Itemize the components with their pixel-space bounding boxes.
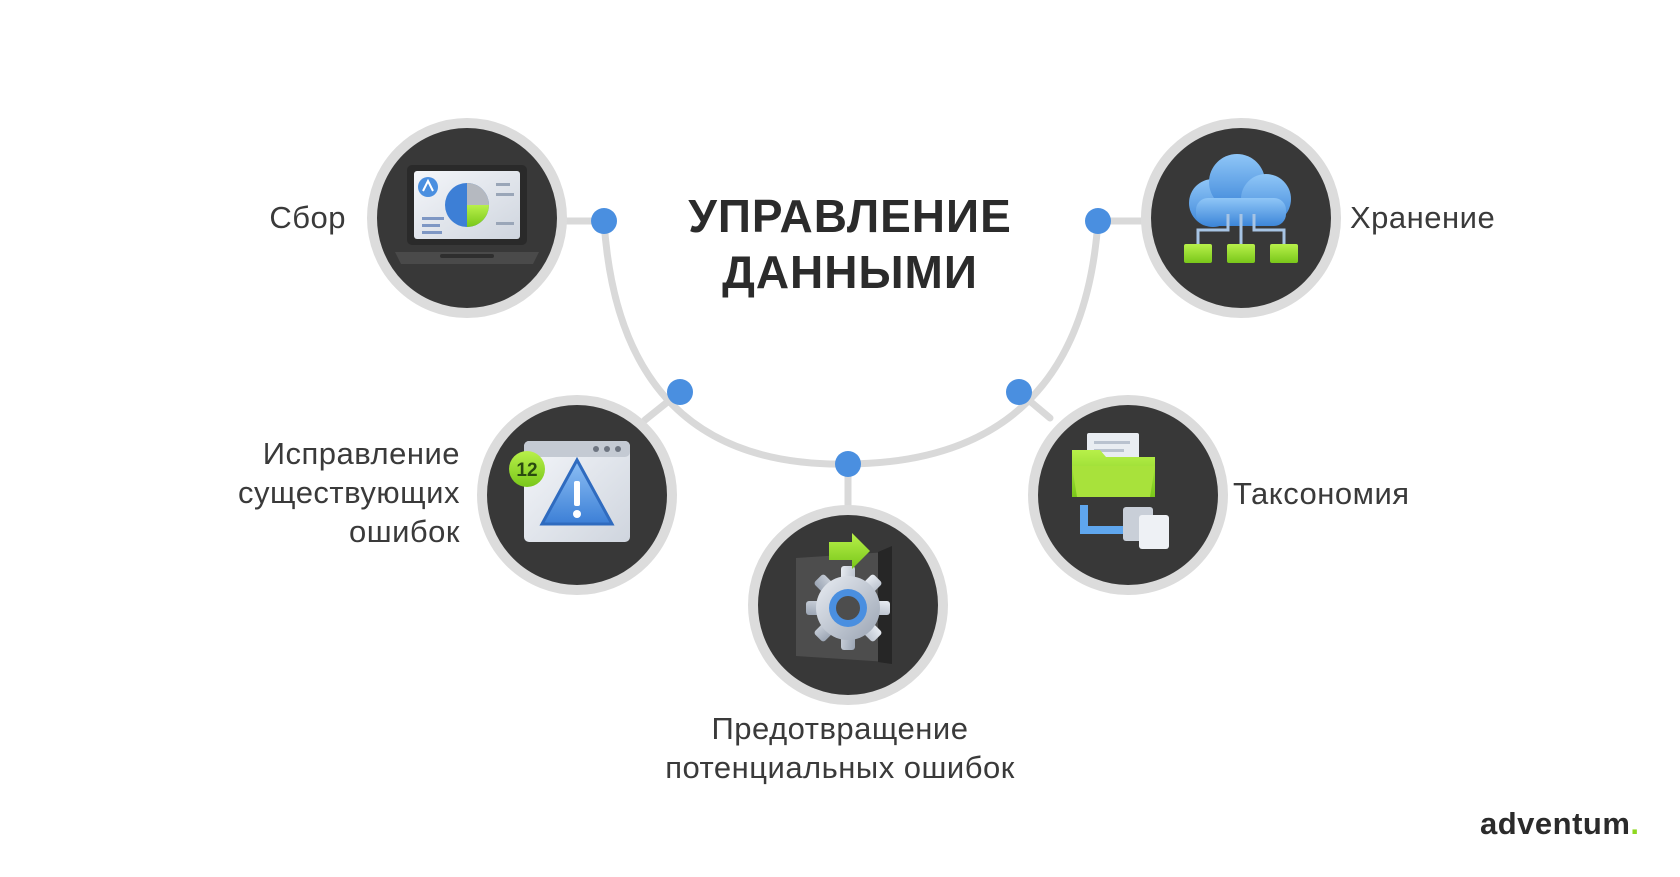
diagram-title: УПРАВЛЕНИЕ ДАННЫМИ <box>620 188 1080 300</box>
label-collect: Сбор <box>269 200 346 235</box>
logo-dot: . <box>1630 806 1640 841</box>
node-prevent <box>748 505 948 705</box>
junction-dots <box>591 208 1111 477</box>
title-line-1: УПРАВЛЕНИЕ <box>688 190 1012 242</box>
warning-window-icon: 12 <box>509 441 630 542</box>
dot-storage <box>1085 208 1111 234</box>
label-prevent: Предотвращение потенциальных ошибок <box>560 709 1120 787</box>
label-fix-line-1: Исправление <box>262 436 460 471</box>
brand-logo: adventum. <box>1480 806 1640 842</box>
gear-arrow-icon <box>796 533 892 664</box>
label-prevent-line-1: Предотвращение <box>711 711 969 746</box>
dot-taxonomy <box>1006 379 1032 405</box>
badge-count: 12 <box>516 460 537 481</box>
label-storage: Хранение <box>1350 200 1496 235</box>
label-fix-line-3: ошибок <box>349 514 460 549</box>
cloud-network-icon <box>1184 154 1298 263</box>
node-collect <box>367 118 567 318</box>
label-fix: Исправление существующих ошибок <box>150 434 460 551</box>
label-fix-line-2: существующих <box>238 475 460 510</box>
label-taxonomy: Таксономия <box>1233 476 1410 511</box>
dot-collect <box>591 208 617 234</box>
title-line-2: ДАННЫМИ <box>722 246 978 298</box>
dot-fix <box>667 379 693 405</box>
node-storage <box>1141 118 1341 318</box>
node-fix: 12 <box>477 395 677 595</box>
logo-text: adventum <box>1480 806 1631 841</box>
dot-prevent <box>835 451 861 477</box>
label-prevent-line-2: потенциальных ошибок <box>665 750 1015 785</box>
node-taxonomy <box>1028 395 1228 595</box>
folder-tree-icon <box>1072 433 1169 549</box>
laptop-chart-icon <box>395 165 539 264</box>
